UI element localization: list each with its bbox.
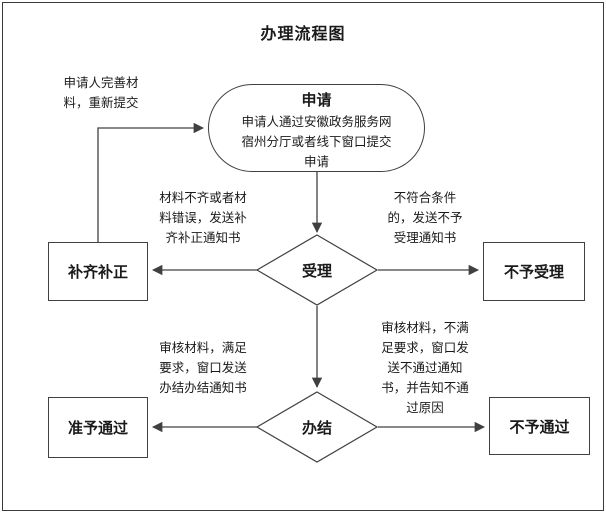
node-not-accepted-label: 不予受理 xyxy=(503,264,564,281)
edge-label-resubmit: 申请人完善材 料，重新提交 xyxy=(63,76,139,110)
node-supplement: 补齐补正 xyxy=(48,242,148,301)
edge-supplement-to-apply xyxy=(97,122,205,242)
node-approved: 准予通过 xyxy=(48,397,148,458)
edge-label-pass-notice: 审核材料，满足 要求，窗口发送 办结办结通知书 xyxy=(159,341,247,395)
node-not-accepted: 不予受理 xyxy=(483,242,585,301)
chart-title: 办理流程图 xyxy=(260,26,346,43)
node-apply-description: 申请人通过安徽政务服务网 宿州分厅或者线下窗口提交 申请 xyxy=(241,115,392,169)
node-supplement-label: 补齐补正 xyxy=(67,264,128,281)
node-not-approved: 不予通过 xyxy=(489,397,590,455)
node-not-approved-label: 不予通过 xyxy=(509,418,570,436)
decision-conclude-shape xyxy=(255,391,379,463)
node-approved-label: 准予通过 xyxy=(67,420,128,437)
edge-label-not-accept-notice: 不符合条件 的，发送不予 受理通知书 xyxy=(387,191,463,245)
node-apply: 申请 申请人通过安徽政务服务网 宿州分厅或者线下窗口提交 申请 xyxy=(208,84,425,172)
edge-label-fail-notice: 审核材料，不满 足要求，窗口发 送不通过通知 书，并告知不通 过原因 xyxy=(381,321,469,415)
decision-accept-shape xyxy=(255,234,379,306)
edge-label-supplement-notice: 材料不齐或者材 料错误，发送补 齐补正通知书 xyxy=(159,191,247,245)
node-apply-label: 申请 xyxy=(301,92,332,109)
